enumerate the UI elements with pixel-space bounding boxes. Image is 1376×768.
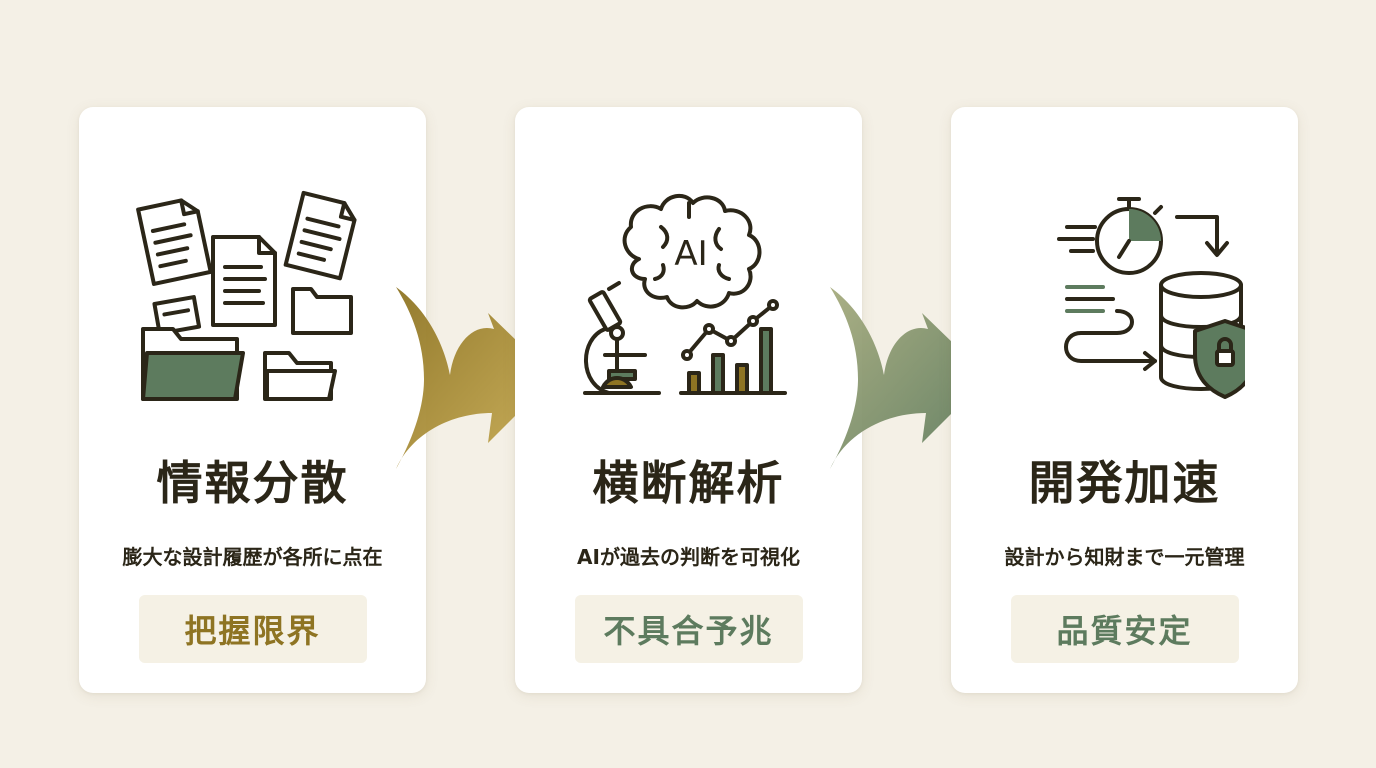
step-description: AIが過去の判断を可視化 [577, 545, 800, 569]
chevron-arrow-right-icon [830, 287, 988, 469]
step-card-cross-analysis: AI [515, 107, 862, 693]
step-title: 横断解析 [592, 456, 785, 510]
scattered-documents-folders-icon [79, 189, 426, 413]
step-tag: 品質安定 [1010, 595, 1239, 663]
ai-label: AI [674, 234, 707, 274]
step-title: 情報分散 [156, 456, 349, 510]
ai-brain-microscope-chart-icon: AI [515, 189, 862, 413]
step-description: 設計から知財まで一元管理 [1004, 545, 1245, 569]
step-tag: 不具合予兆 [574, 595, 803, 663]
stopwatch-database-shield-icon [951, 189, 1298, 413]
chevron-arrow-right-icon [396, 287, 554, 469]
step-card-development-acceleration: 開発加速 設計から知財まで一元管理 品質安定 [951, 107, 1298, 693]
step-title: 開発加速 [1028, 456, 1221, 510]
step-card-information-scattered: 情報分散 膨大な設計履歴が各所に点在 把握限界 [79, 107, 426, 693]
step-tag: 把握限界 [138, 595, 367, 663]
step-description: 膨大な設計履歴が各所に点在 [122, 545, 383, 569]
